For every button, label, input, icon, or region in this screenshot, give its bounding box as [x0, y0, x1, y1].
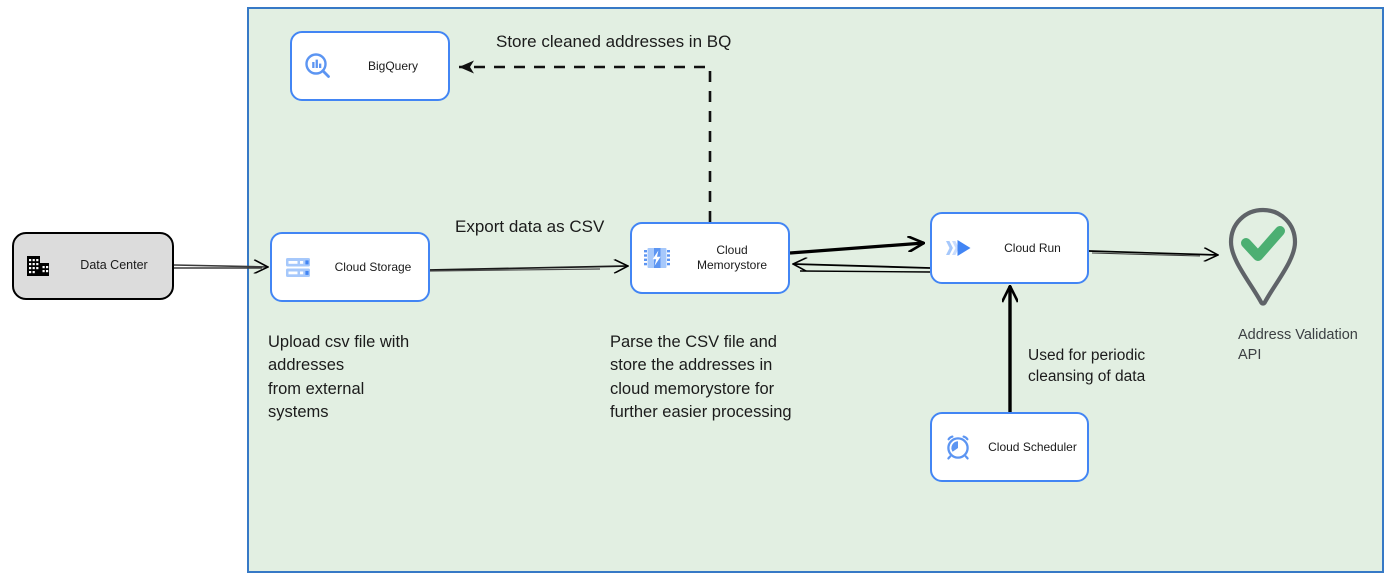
node-label: Cloud Run	[1004, 240, 1061, 255]
node-data-center[interactable]: Data Center	[12, 232, 174, 300]
caption-upload-csv: Upload csv file with addresses from exte…	[268, 333, 410, 422]
node-label: BigQuery	[367, 58, 419, 73]
node-address-validation-api[interactable]	[1220, 205, 1306, 315]
node-cloud-storage[interactable]: Cloud Storage	[270, 232, 430, 302]
edge-label-export-csv: Export data as CSV	[455, 217, 605, 236]
node-cloud-memorystore[interactable]: Cloud Memorystore	[630, 222, 790, 294]
cloud-scheduler-icon	[932, 432, 984, 462]
node-cloud-run[interactable]: Cloud Run	[930, 212, 1089, 284]
bigquery-icon	[292, 51, 344, 81]
cloud-memorystore-icon	[632, 243, 682, 273]
address-validation-api-label: Address Validation API	[1238, 327, 1358, 364]
node-label: Data Center	[80, 258, 148, 273]
cloud-boundary-region	[247, 7, 1384, 573]
node-bigquery[interactable]: BigQuery	[290, 31, 450, 101]
node-label: Cloud Storage	[334, 259, 412, 274]
edge-label-periodic-cleansing: Used for periodic cleansing of data	[1028, 347, 1146, 385]
cloud-run-icon	[932, 233, 984, 263]
caption-parse-csv: Parse the CSV file and store the address…	[610, 333, 792, 422]
node-cloud-scheduler[interactable]: Cloud Scheduler	[930, 412, 1089, 482]
office-building-icon	[14, 253, 62, 279]
edge-label-store-in-bq: Store cleaned addresses in BQ	[496, 32, 732, 51]
node-label: Cloud Scheduler	[988, 439, 1077, 454]
cloud-storage-icon	[272, 252, 324, 282]
node-label: Cloud Memorystore	[696, 243, 767, 272]
map-pin-check-icon	[1228, 207, 1298, 306]
